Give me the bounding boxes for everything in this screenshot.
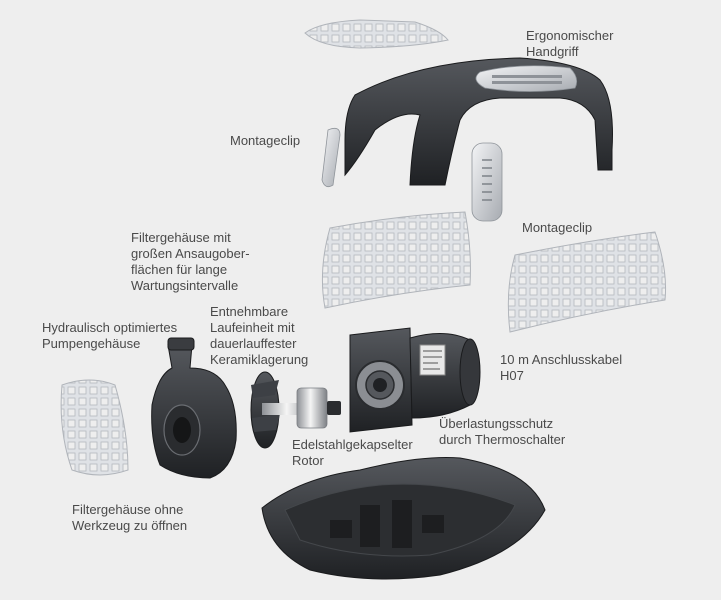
motor	[349, 327, 481, 433]
label-running-unit: Entnehmbare Laufeinheit mit dauerlauffes…	[210, 304, 309, 367]
filter-grid-center	[321, 211, 471, 309]
label-mounting-clip-right: Montageclip	[522, 220, 593, 235]
label-pump-housing: Hydraulisch optimiertes Pumpengehäuse	[42, 320, 178, 351]
pump-housing	[151, 337, 237, 479]
base-plate	[261, 457, 546, 580]
top-grate	[304, 19, 449, 49]
label-filter-tool-free: Filtergehäuse ohne Werkzeug zu öffnen	[72, 502, 188, 533]
filter-grid-right	[507, 231, 667, 333]
label-cable: 10 m Anschlusskabel H07	[500, 352, 623, 383]
label-rotor: Edelstahlgekapselter Rotor	[292, 437, 413, 468]
label-filter-large: Filtergehäuse mit großen Ansaugober- flä…	[131, 230, 250, 293]
label-mounting-clip-left: Montageclip	[230, 133, 301, 148]
filter-grid-left	[60, 379, 129, 476]
rotor	[296, 387, 341, 429]
label-ergonomic-handle: Ergonomischer Handgriff	[526, 28, 614, 59]
mounting-clip-left	[321, 127, 341, 188]
label-overload: Überlastungsschutz durch Thermoschalter	[439, 416, 566, 447]
mounting-clip-right	[471, 142, 503, 222]
handle-frame	[344, 57, 613, 186]
